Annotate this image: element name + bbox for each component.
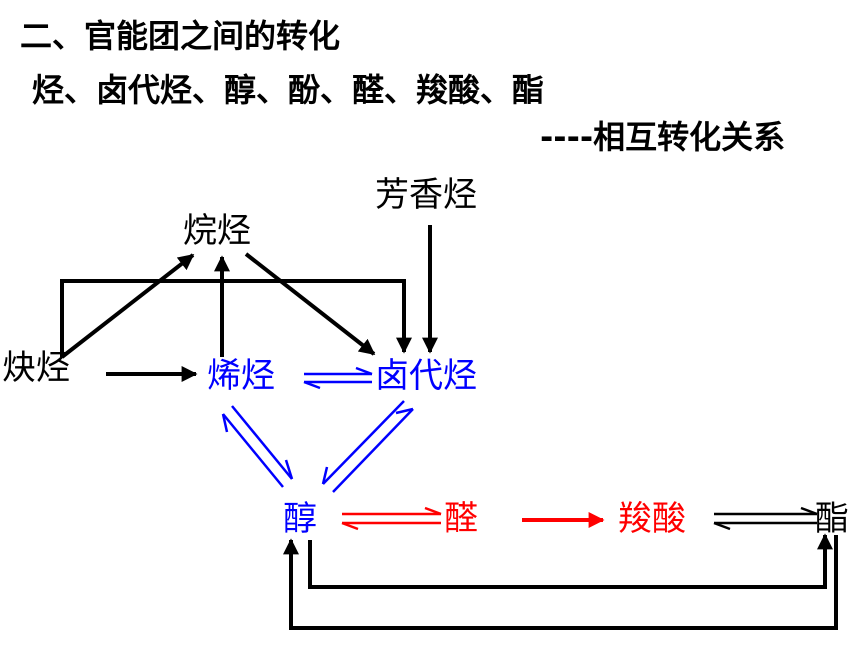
- node-alcohol: 醇: [283, 499, 317, 539]
- reversible-haloalkane-alcohol: [321, 400, 414, 493]
- reversible-alkene-alcohol: [221, 405, 294, 488]
- arrow-alcohol-to-ester-inner: [308, 533, 833, 589]
- node-acid: 羧酸: [618, 499, 686, 539]
- arrow-alkyne-to-alkane: [60, 253, 195, 359]
- node-haloalkane: 卤代烃: [375, 356, 477, 396]
- relation-caption: ----相互转化关系: [540, 118, 786, 156]
- arrow-alkyne-to-haloalkane: [60, 279, 412, 357]
- arrow-alkane-to-haloalkane: [244, 252, 376, 356]
- reversible-alcohol-aldehyde: [341, 506, 442, 531]
- section-title: 二、官能团之间的转化: [20, 17, 341, 55]
- node-alkane: 烷烃: [183, 211, 251, 251]
- reversible-acid-ester: [713, 506, 818, 531]
- node-alkene: 烯烃: [207, 356, 275, 396]
- node-aldehyde: 醛: [444, 499, 478, 539]
- node-ester: 酯: [815, 499, 849, 539]
- compound-list: 烃、卤代烃、醇、酚、醛、羧酸、酯: [32, 71, 545, 109]
- reversible-alkene-haloalkane: [303, 366, 373, 390]
- node-alkyne: 炔烃: [2, 348, 70, 388]
- node-aromatic: 芳香烃: [375, 175, 477, 215]
- arrow-ester-to-alcohol-outer: [283, 535, 838, 630]
